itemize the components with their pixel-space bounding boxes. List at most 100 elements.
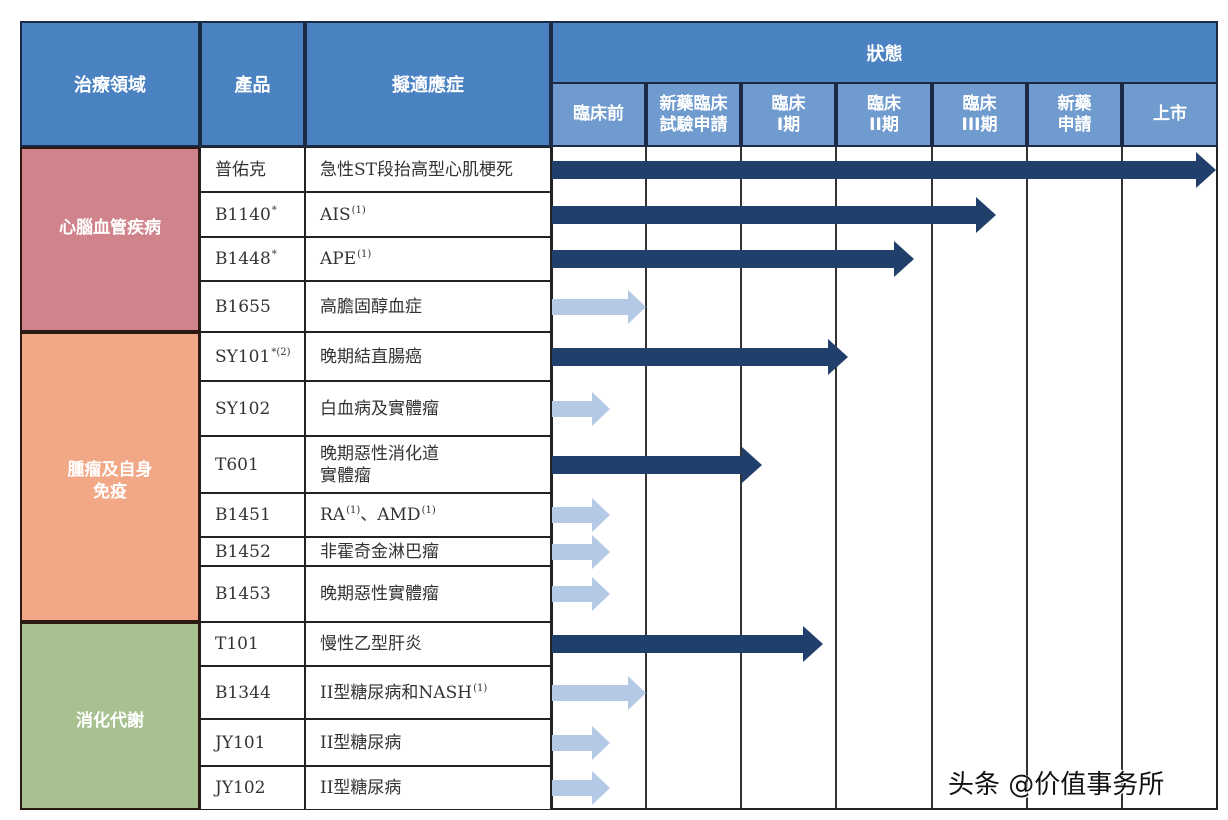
product-name: T101 — [215, 634, 259, 654]
product-footnote: *(2) — [271, 346, 291, 358]
progress-arrow-light-icon — [552, 534, 610, 569]
product-name: B1655 — [215, 296, 271, 317]
progress-arrow-light-icon — [552, 577, 610, 611]
indication-cell: 非霍奇金淋巴瘤 — [305, 537, 551, 566]
product-footnote: * — [271, 249, 277, 260]
stage-divider — [645, 147, 647, 810]
product-cell: SY101*(2) — [200, 332, 305, 381]
progress-arrow-light-icon — [552, 725, 610, 760]
indication-cell: 慢性乙型肝炎 — [305, 622, 551, 666]
progress-arrow-light-icon — [552, 391, 610, 426]
progress-arrow-dark-icon — [552, 241, 914, 277]
stage-header-2: 臨床 I期 — [741, 82, 836, 147]
product-name: B1344 — [215, 682, 271, 703]
product-name: B1453 — [215, 584, 271, 604]
product-cell: B1448* — [200, 237, 305, 281]
header-status: 狀態 — [551, 21, 1218, 84]
product-cell: 普佑克 — [200, 147, 305, 192]
product-cell: T101 — [200, 622, 305, 666]
product-cell: B1453 — [200, 566, 305, 622]
indication-cell: II型糖尿病 — [305, 766, 551, 810]
stage-header-6: 上市 — [1122, 82, 1218, 147]
indication-footnote: (1) — [473, 682, 488, 694]
indication-text: 晚期結直腸癌 — [320, 346, 422, 367]
progress-arrow-dark-icon — [552, 338, 848, 375]
indication-text: 晚期惡性消化道 實體瘤 — [320, 443, 439, 486]
indication-cell: 晚期惡性實體瘤 — [305, 566, 551, 622]
product-cell: B1140* — [200, 192, 305, 237]
product-name: B1452 — [215, 541, 271, 562]
progress-arrow-light-icon — [552, 498, 610, 532]
product-footnote: * — [271, 204, 277, 216]
indication-cell: II型糖尿病 — [305, 719, 551, 766]
indication-cell: 晚期惡性消化道 實體瘤 — [305, 436, 551, 493]
indication-text: 晚期惡性實體瘤 — [320, 584, 439, 604]
indication-text: APE — [320, 249, 357, 269]
indication-text: II型糖尿病 — [320, 778, 402, 798]
stage-divider — [931, 147, 933, 810]
category-2: 消化代謝 — [20, 622, 200, 810]
indication-cell: APE(1) — [305, 237, 551, 281]
product-name: B1451 — [215, 505, 271, 525]
stage-area-border — [551, 147, 1218, 810]
progress-arrow-light-icon — [552, 289, 646, 324]
product-name: B1448 — [215, 249, 271, 269]
progress-arrow-light-icon — [552, 771, 610, 805]
indication-text: 急性ST段抬高型心肌梗死 — [320, 159, 513, 180]
progress-arrow-dark-icon — [552, 626, 823, 662]
header-area: 治療領域 — [20, 21, 200, 147]
stage-divider — [740, 147, 742, 810]
header-product: 產品 — [200, 21, 305, 147]
indication-cell: 白血病及實體瘤 — [305, 381, 551, 436]
product-name: JY101 — [215, 732, 266, 753]
indication-cell: II型糖尿病和NASH(1) — [305, 666, 551, 719]
indication-text: 非霍奇金淋巴瘤 — [320, 541, 439, 562]
progress-arrow-dark-icon — [552, 196, 996, 233]
progress-arrow-dark-icon — [552, 446, 762, 483]
indication-text: 白血病及實體瘤 — [320, 398, 439, 419]
stage-header-3: 臨床 II期 — [836, 82, 932, 147]
indication-cell: 晚期結直腸癌 — [305, 332, 551, 381]
indication-cell: 高膽固醇血症 — [305, 281, 551, 332]
progress-arrow-light-icon — [552, 675, 646, 710]
progress-arrow-dark-icon — [552, 151, 1216, 188]
indication-footnote: (1) — [351, 204, 366, 216]
indication-cell: AIS(1) — [305, 192, 551, 237]
product-name: T601 — [215, 454, 259, 475]
product-cell: B1451 — [200, 493, 305, 537]
stage-header-0: 臨床前 — [551, 82, 646, 147]
product-name: B1140 — [215, 204, 271, 225]
category-0: 心腦血管疾病 — [20, 147, 200, 332]
watermark: 头条 @价值事务所 — [948, 770, 1165, 800]
indication-cell: RA(1)、AMD(1) — [305, 493, 551, 537]
product-cell: JY101 — [200, 719, 305, 766]
product-name: JY102 — [215, 778, 266, 798]
product-cell: JY102 — [200, 766, 305, 810]
product-name: SY102 — [215, 398, 271, 419]
indication-cell: 急性ST段抬高型心肌梗死 — [305, 147, 551, 192]
stage-divider — [835, 147, 837, 810]
stage-divider — [1026, 147, 1028, 810]
header-indication: 擬適應症 — [305, 21, 551, 147]
indication-footnote: (1) — [346, 505, 361, 516]
indication-text: II型糖尿病和NASH — [320, 682, 473, 703]
indication-footnote: (1) — [421, 505, 436, 516]
stage-divider — [1121, 147, 1123, 810]
indication-text: 慢性乙型肝炎 — [320, 634, 422, 654]
indication-text: 高膽固醇血症 — [320, 296, 422, 317]
stage-header-5: 新藥 申請 — [1027, 82, 1122, 147]
stage-header-1: 新藥臨床 試驗申請 — [646, 82, 741, 147]
product-cell: B1344 — [200, 666, 305, 719]
stage-header-4: 臨床 III期 — [932, 82, 1027, 147]
product-cell: T601 — [200, 436, 305, 493]
indication-text: II型糖尿病 — [320, 732, 402, 753]
category-1: 腫瘤及自身 免疫 — [20, 332, 200, 622]
indication-text: RA — [320, 505, 346, 525]
indication-text: 、AMD — [360, 505, 421, 525]
indication-text: AIS — [320, 204, 351, 225]
product-cell: B1655 — [200, 281, 305, 332]
product-name: 普佑克 — [215, 159, 266, 180]
product-cell: B1452 — [200, 537, 305, 566]
product-cell: SY102 — [200, 381, 305, 436]
indication-footnote: (1) — [357, 249, 372, 260]
